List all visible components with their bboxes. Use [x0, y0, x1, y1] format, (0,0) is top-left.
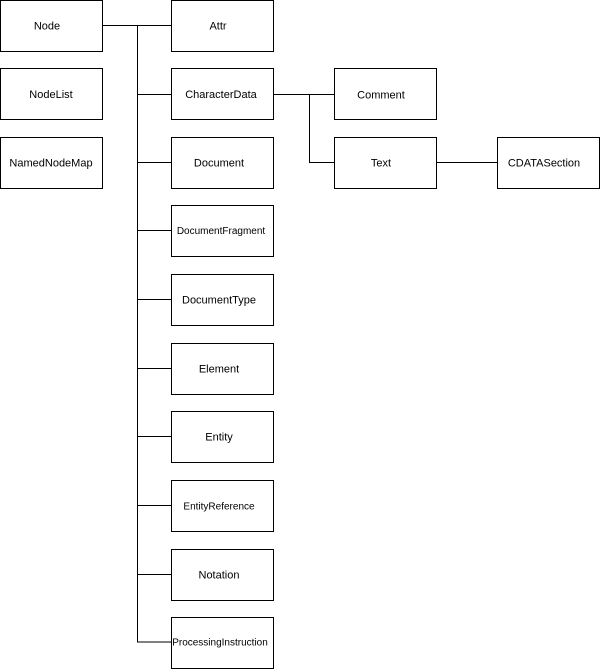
node-box-documentfragment: DocumentFragment — [171, 205, 274, 257]
node-label-characterdata: CharacterData — [185, 89, 257, 101]
node-box-entity: Entity — [171, 411, 274, 463]
node-label-namednodemap: NamedNodeMap — [9, 158, 92, 170]
node-label-entityreference: EntityReference — [183, 502, 255, 513]
node-box-namednodemap: NamedNodeMap — [0, 137, 103, 189]
node-box-node: Node — [0, 0, 103, 52]
characterdata-children-connectors — [274, 94, 334, 163]
node-box-characterdata: CharacterData — [171, 68, 274, 120]
node-box-entityreference: EntityReference — [171, 480, 274, 532]
node-label-document: Document — [194, 158, 244, 170]
node-label-notation: Notation — [199, 570, 240, 582]
node-label-processinginstruction: ProcessingInstruction — [172, 638, 268, 649]
node-label-element: Element — [199, 364, 239, 376]
node-children-connectors — [102, 25, 171, 643]
node-box-attr: Attr — [171, 0, 274, 52]
node-label-documenttype: DocumentType — [182, 295, 256, 307]
node-label-cdatasection: CDATASection — [508, 158, 580, 170]
node-box-processinginstruction: ProcessingInstruction — [171, 617, 274, 669]
node-label-text: Text — [371, 158, 391, 170]
edge-node-trunk — [102, 25, 171, 643]
node-label-attr: Attr — [209, 21, 226, 33]
node-box-cdatasection: CDATASection — [497, 137, 600, 189]
edge-characterdata-text — [309, 94, 334, 163]
node-box-notation: Notation — [171, 549, 274, 601]
node-label-node: Node — [34, 21, 60, 33]
node-box-document: Document — [171, 137, 274, 189]
node-label-comment: Comment — [357, 90, 405, 102]
node-box-element: Element — [171, 343, 274, 395]
node-box-comment: Comment — [334, 68, 437, 120]
node-label-documentfragment: DocumentFragment — [177, 226, 266, 237]
node-label-entity: Entity — [205, 432, 233, 444]
node-label-nodelist: NodeList — [29, 89, 72, 101]
node-box-nodelist: NodeList — [0, 68, 103, 120]
node-box-documenttype: DocumentType — [171, 274, 274, 326]
node-box-text: Text — [334, 137, 437, 189]
